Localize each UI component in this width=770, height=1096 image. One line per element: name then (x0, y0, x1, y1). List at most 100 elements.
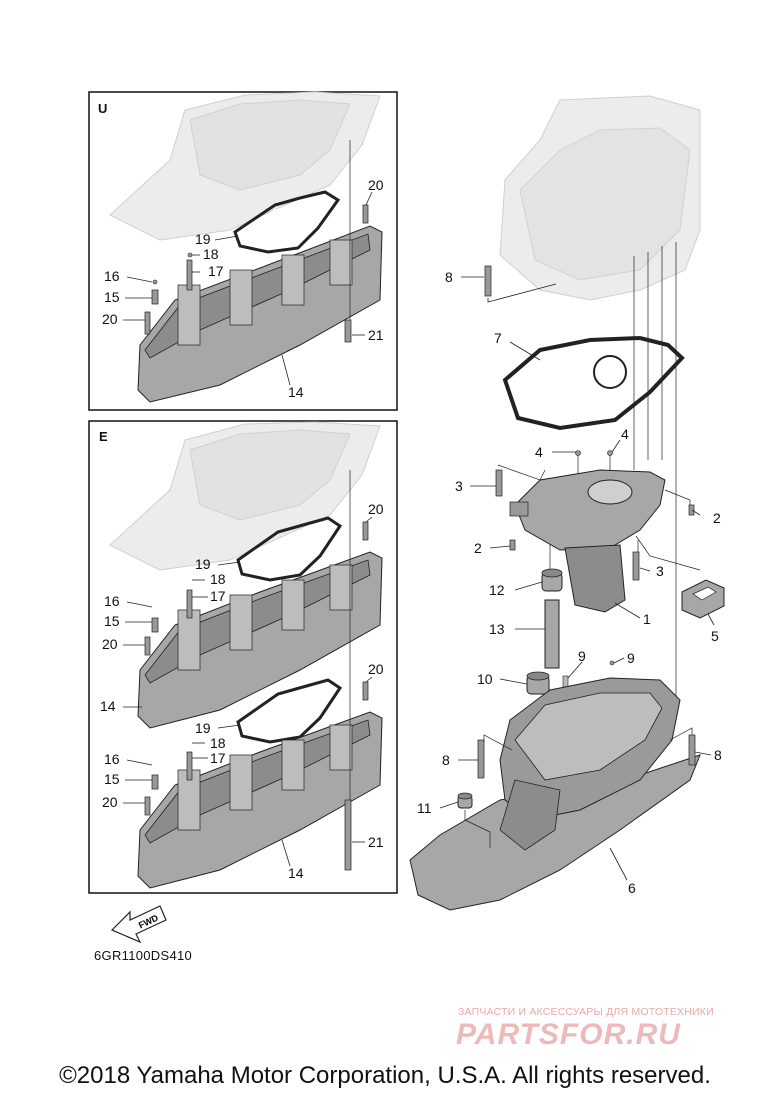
main-exploded-view: 8 7 4 4 3 2 2 3 12 1 5 13 10 9 9 8 8 11 … (409, 95, 725, 911)
bolt-20-e-2 (362, 521, 369, 541)
callout-20-e-a: 20 (368, 501, 384, 517)
callout-1: 1 (643, 611, 651, 627)
callout-16-e-a: 16 (104, 593, 120, 609)
callout-14-e-a: 14 (100, 698, 116, 714)
exhaust-guide-14-e-2 (137, 711, 383, 889)
callout-20-u-left: 20 (102, 311, 118, 327)
callout-20-u-right: 20 (368, 177, 384, 193)
bolt-20-upper-right (362, 204, 369, 224)
watermark-tagline: ЗАПЧАСТИ И АКСЕССУАРЫ ДЛЯ МОТОТЕХНИКИ (458, 1006, 714, 1018)
pin-9-right (609, 660, 615, 666)
callout-9-right: 9 (627, 650, 635, 666)
pin-18-upper (187, 252, 193, 258)
callout-7: 7 (494, 330, 502, 346)
bolt-8-right-route (669, 727, 693, 741)
callout-12: 12 (489, 582, 505, 598)
callout-17-e-a: 17 (210, 588, 226, 604)
seal-10 (526, 671, 550, 695)
gasket-19-upper-inner (238, 197, 333, 248)
callout-21-e: 21 (368, 834, 384, 850)
callout-19-e-b: 19 (195, 720, 211, 736)
bracket-left (509, 501, 529, 517)
callout-18-e-b: 18 (210, 735, 226, 751)
gasket-19-e-2 (236, 678, 343, 744)
callout-16-e-b: 16 (104, 751, 120, 767)
callout-17-u: 17 (208, 263, 224, 279)
inset-u: U (88, 91, 398, 411)
callout-3-right: 3 (656, 563, 664, 579)
callout-15-e-b: 15 (104, 771, 120, 787)
copyright-notice: ©2018 Yamaha Motor Corporation, U.S.A. A… (59, 1062, 711, 1089)
upper-case-6 (409, 677, 701, 911)
pipe-13 (544, 599, 560, 669)
callout-19-u: 19 (195, 231, 211, 247)
bolt-2-right (688, 504, 695, 516)
ghost-powerhead-e-detail (189, 429, 351, 521)
stud-17-e-1 (186, 589, 193, 619)
callout-19-e-a: 19 (195, 556, 211, 572)
watermark-logo: PARTSFOR.RU (456, 1018, 681, 1051)
ghost-powerhead-detail (189, 99, 351, 191)
callout-15-u: 15 (104, 289, 120, 305)
callout-2-left: 2 (474, 540, 482, 556)
callout-4-left: 4 (535, 444, 543, 460)
callout-8-right: 8 (714, 747, 722, 763)
inset-u-tag: U (98, 101, 107, 116)
callout-14-e-b: 14 (288, 865, 304, 881)
exhaust-guide-14-e-1 (137, 551, 383, 729)
callout-8-top: 8 (445, 269, 453, 285)
callout-14-u: 14 (288, 384, 304, 400)
main-leaders (439, 276, 715, 881)
ghost-cylinder-block-detail (519, 127, 691, 281)
exhaust-guide-14-upper (137, 225, 383, 403)
callout-18-u: 18 (203, 246, 219, 262)
callout-3-left: 3 (455, 478, 463, 494)
bolt-20-e-3 (144, 796, 151, 816)
diagram-code: 6GR1100DS410 (94, 948, 193, 963)
seal-12 (541, 568, 563, 592)
damper-5 (681, 579, 725, 619)
callout-15-e-a: 15 (104, 613, 120, 629)
inset-e-frame (88, 420, 398, 894)
callout-17-e-b: 17 (210, 750, 226, 766)
callout-13: 13 (489, 621, 505, 637)
cap-11-route (464, 810, 491, 848)
dowel-15-e-2 (151, 774, 159, 790)
callout-9-left: 9 (578, 648, 586, 664)
inset-e-leaders (123, 516, 373, 867)
gasket-19-e-1 (236, 516, 343, 582)
pin-4-right (607, 450, 613, 456)
dowel-15-e-1 (151, 617, 159, 633)
callout-4-right: 4 (621, 426, 629, 442)
callout-6: 6 (628, 880, 636, 896)
gasket-7-bore (593, 355, 627, 389)
bolt-21-upper (344, 319, 352, 343)
callout-20-e-c: 20 (368, 661, 384, 677)
dowel-15-upper (151, 289, 159, 305)
gasket-19-upper (233, 190, 341, 254)
bolt-8-left-route (483, 734, 513, 751)
fwd-arrow-icon: FWD (110, 905, 167, 944)
bolt-8-top-route (487, 283, 557, 303)
bolt-8-top (484, 265, 492, 297)
inset-u-leaders (123, 191, 373, 386)
bolt-8-left (477, 739, 485, 779)
bolt-20-e-4 (362, 681, 369, 701)
oil-pan-1 (514, 469, 666, 613)
callout-20-e-b: 20 (102, 636, 118, 652)
pin-4-left (575, 450, 581, 456)
callout-20-e-d: 20 (102, 794, 118, 810)
cap-11 (457, 792, 473, 809)
callout-16-u: 16 (104, 268, 120, 284)
callout-8-left: 8 (442, 752, 450, 768)
inset-e-tag: E (99, 429, 108, 444)
stud-17-e-2 (186, 751, 193, 781)
bolt-3-right (632, 551, 640, 581)
bolt-8-right (688, 734, 696, 766)
main-guide-lines (497, 242, 701, 720)
callout-5: 5 (711, 628, 719, 644)
bolt-3-left (495, 469, 503, 497)
gasket-7 (502, 335, 685, 431)
callout-10: 10 (477, 671, 493, 687)
